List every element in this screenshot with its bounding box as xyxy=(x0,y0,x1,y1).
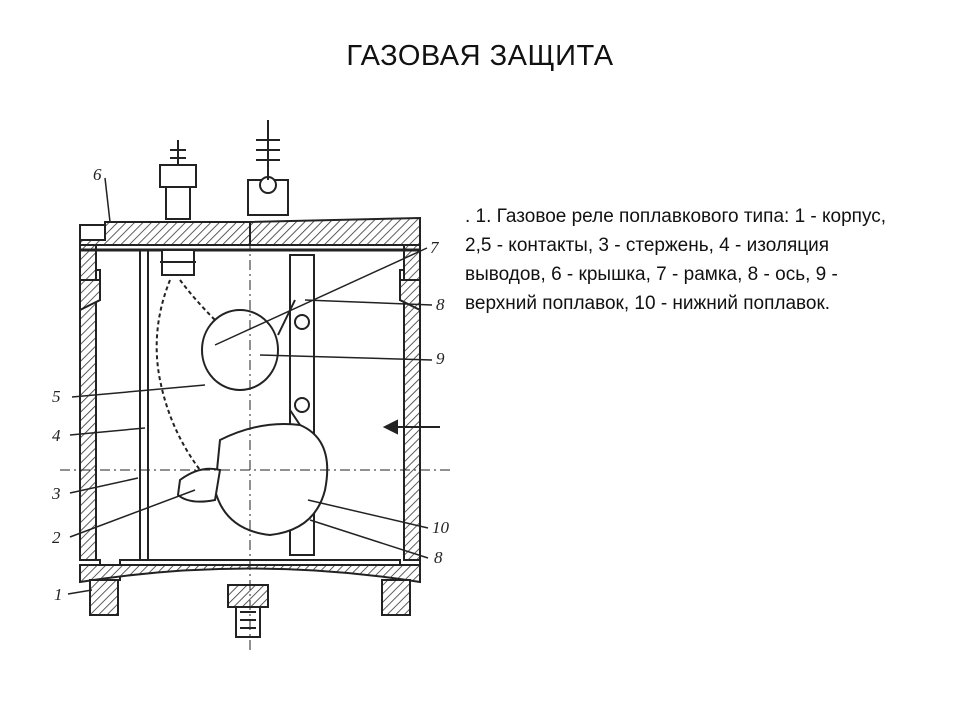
gas-relay-diagram: 6 7 8 9 5 4 3 2 10 8 1 xyxy=(51,120,450,650)
frame xyxy=(289,254,315,556)
rod xyxy=(139,250,149,560)
label-2: 2 xyxy=(52,528,61,547)
label-3: 3 xyxy=(51,484,61,503)
label-5: 5 xyxy=(52,387,61,406)
label-8-top: 8 xyxy=(436,295,445,314)
lower-float xyxy=(176,409,329,537)
test-valve xyxy=(247,120,289,216)
label-6: 6 xyxy=(93,165,102,184)
terminal-stud xyxy=(159,140,197,276)
label-8-bottom: 8 xyxy=(434,548,443,567)
upper-float xyxy=(201,299,296,391)
label-4: 4 xyxy=(52,426,61,445)
label-10: 10 xyxy=(432,518,450,537)
slide-title: ГАЗОВАЯ ЗАЩИТА xyxy=(346,40,614,72)
label-9: 9 xyxy=(436,349,445,368)
relay-housing xyxy=(79,224,421,638)
leader-lines xyxy=(67,177,433,595)
label-1: 1 xyxy=(54,585,63,604)
gas-flow-arrow xyxy=(382,419,440,435)
label-7: 7 xyxy=(430,238,440,257)
figure-caption: . 1. Газовое реле поплавкового типа: 1 -… xyxy=(465,206,887,314)
